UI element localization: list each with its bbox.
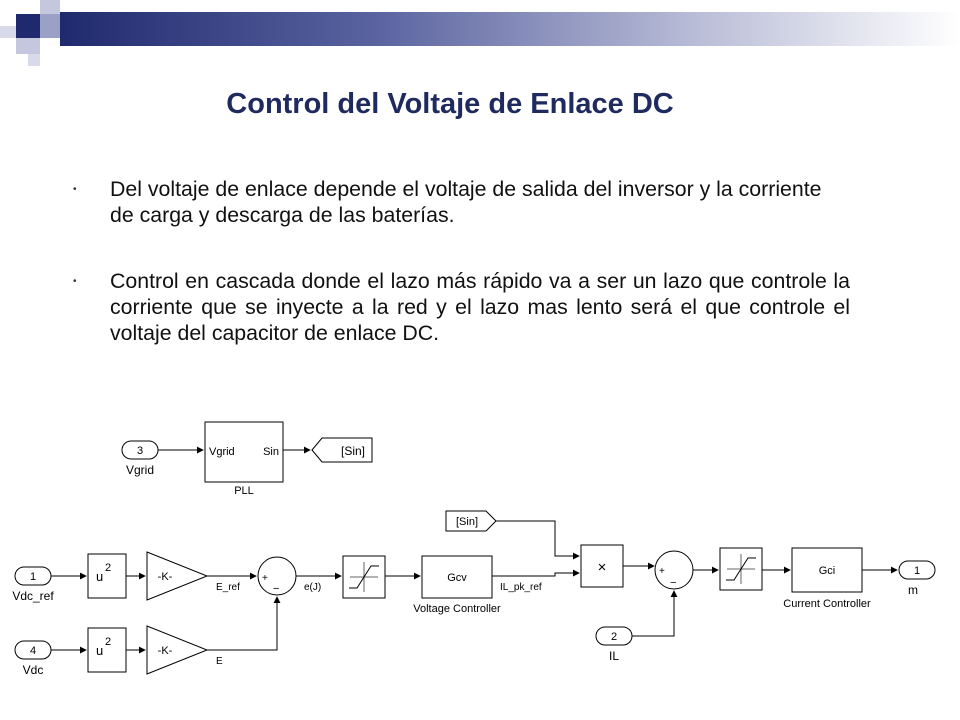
sum-minus-sign: −	[670, 577, 676, 589]
saturation-block-2	[719, 547, 763, 591]
corner-square-light	[0, 26, 16, 38]
signal-label-e: E	[216, 656, 223, 667]
bullet-dot: •	[73, 184, 77, 195]
voltage-controller-block	[421, 555, 493, 599]
signal-label-il-pk-ref: IL_pk_ref	[500, 582, 542, 593]
current-controller-name: Current Controller	[783, 598, 871, 610]
inport-number: 3	[137, 445, 143, 457]
voltage-controller-block-label: Gcv	[447, 572, 467, 584]
gain-block-label: -K-	[158, 571, 173, 583]
corner-square-navy	[16, 14, 40, 38]
inport-name: Vdc	[23, 663, 44, 677]
square-block-2	[87, 627, 127, 673]
square-block-exponent: 2	[105, 562, 111, 574]
sum-plus-sign: +	[262, 573, 268, 584]
slide-title: Control del Voltaje de Enlace DC	[226, 88, 674, 120]
pll-input-port-label: Vgrid	[209, 446, 235, 458]
corner-square-light	[40, 14, 60, 38]
header-gradient-bar	[60, 12, 960, 46]
product-symbol: ×	[598, 559, 607, 576]
voltage-controller-name: Voltage Controller	[413, 603, 501, 615]
inport-name: Vgrid	[126, 463, 154, 477]
from-sin-block	[445, 510, 497, 532]
gain-block-2	[146, 625, 209, 675]
sum-plus-sign: +	[659, 566, 665, 577]
bullet-text-1: Del voltaje de enlace depende el voltaje…	[110, 177, 822, 227]
pll-output-port-label: Sin	[263, 446, 279, 458]
signal-label-e-ref: E_ref	[216, 582, 240, 593]
saturation-block-1	[342, 555, 386, 599]
inport-name: Vdc_ref	[12, 589, 54, 603]
signal-label-error: e(J)	[304, 582, 321, 593]
square-block-label: u	[96, 643, 103, 658]
square-block-exponent: 2	[105, 636, 111, 648]
inport-name: IL	[609, 649, 619, 663]
corner-square-light	[40, 0, 60, 14]
bullet-text-2: Control en cascada donde el lazo más ráp…	[110, 269, 850, 345]
outport-number: 1	[914, 565, 920, 577]
pll-block	[204, 421, 284, 483]
from-tag-label: [Sin]	[456, 516, 478, 528]
square-block-1	[87, 553, 127, 599]
inport-number: 4	[30, 645, 36, 657]
outport-name: m	[908, 583, 918, 597]
bullet-dot: •	[73, 276, 77, 287]
goto-tag-label: [Sin]	[341, 444, 365, 458]
goto-sin-block	[311, 437, 373, 463]
gain-block-label: -K-	[158, 645, 173, 657]
sum-minus-sign: −	[273, 583, 279, 595]
inport-number: 2	[611, 631, 617, 643]
corner-square-light	[16, 38, 40, 54]
outport-m-block	[898, 560, 936, 580]
square-block-label: u	[96, 569, 103, 584]
gain-block-1	[146, 551, 209, 601]
inport-number: 1	[30, 571, 36, 583]
pll-block-name: PLL	[234, 485, 254, 497]
corner-square-light	[28, 54, 40, 66]
current-controller-block-label: Gci	[819, 565, 836, 577]
